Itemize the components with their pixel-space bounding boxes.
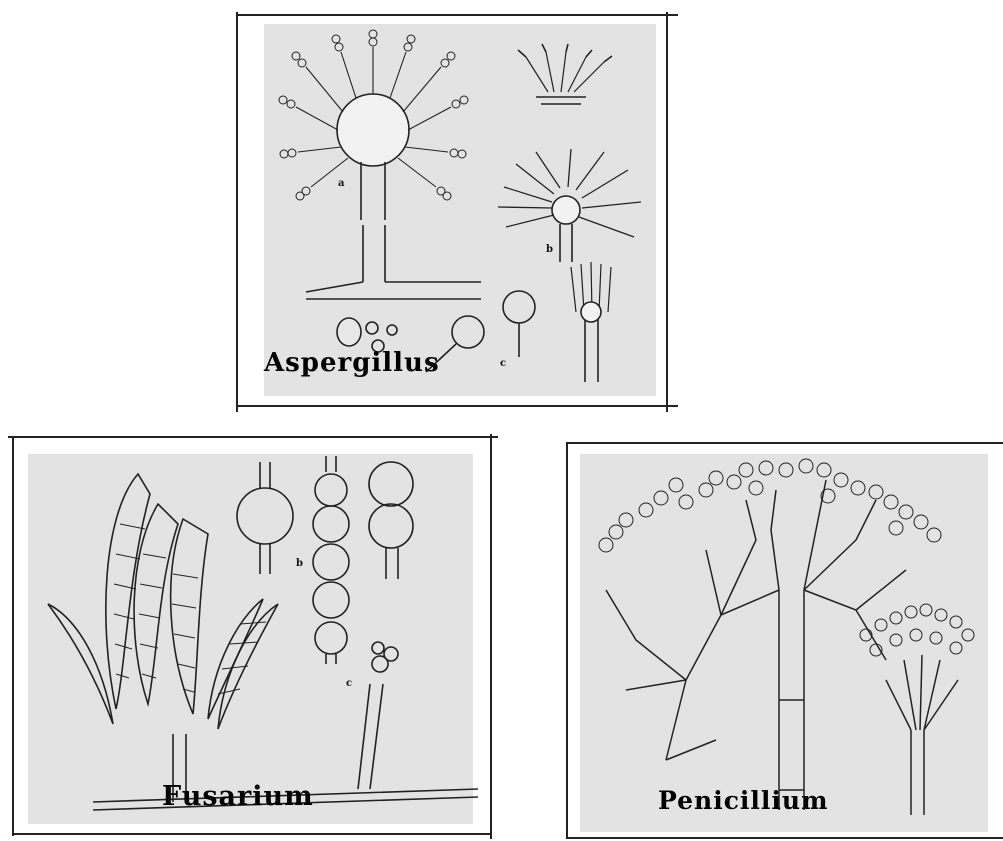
- fusarium-part-c: c: [346, 678, 352, 689]
- aspergillus-part-c: c: [500, 358, 506, 369]
- penicillium-title: Penicillium: [658, 786, 829, 815]
- fusarium-panel: b c Fusarium: [8, 434, 498, 839]
- fusarium-title: Fusarium: [162, 781, 314, 812]
- aspergillus-part-a: a: [338, 178, 344, 189]
- fusarium-illustration: [8, 434, 498, 839]
- aspergillus-title: Aspergillus: [264, 348, 440, 378]
- penicillium-panel: Penicillium: [566, 440, 1003, 841]
- penicillium-illustration: [566, 440, 1003, 841]
- aspergillus-part-b: b: [546, 244, 553, 255]
- aspergillus-panel: a b c Aspergillus: [236, 12, 678, 412]
- fusarium-part-b: b: [296, 558, 303, 569]
